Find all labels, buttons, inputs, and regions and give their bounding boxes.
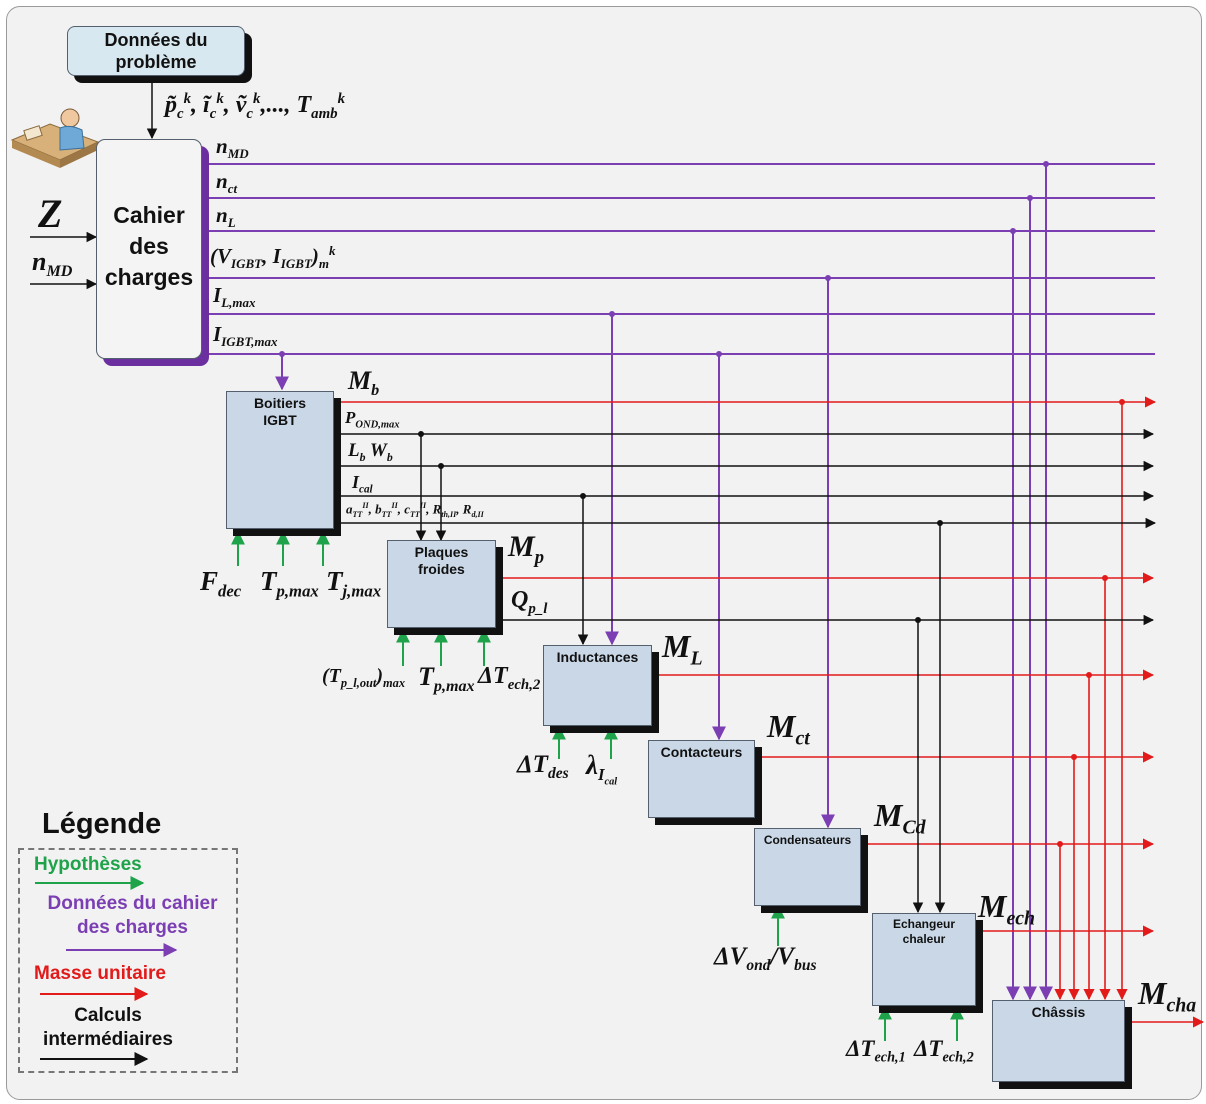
t-p-max-label-1: Tp,max xyxy=(260,566,319,601)
engineer-icon xyxy=(10,108,100,168)
m-cha-label: Mcha xyxy=(1138,975,1197,1017)
legend-title: Légende xyxy=(42,808,162,840)
hypothesis-arrows xyxy=(231,530,964,1041)
legend-item-hypotheses: Hypothèses xyxy=(34,854,142,875)
dt-ech2-label-2: ΔTech,2 xyxy=(914,1036,974,1066)
contacteurs-label: Contacteurs xyxy=(660,744,743,760)
n-l-label: nL xyxy=(216,203,236,231)
unit-mass-lines xyxy=(335,396,1205,1028)
m-ct-label: Mct xyxy=(767,708,810,750)
legend-item-calculs: Calculs intermédiaires xyxy=(43,1005,173,1050)
n-ct-label: nct xyxy=(216,169,238,197)
intermediate-junctions xyxy=(418,431,943,623)
f-dec-label: Fdec xyxy=(200,566,242,601)
dv-ond-vbus-label: ΔVond/Vbus xyxy=(714,943,817,974)
q-p-l-label: Qp_l xyxy=(511,587,548,617)
dt-des-label: ΔTdes xyxy=(517,751,569,782)
dt-ech1-label: ΔTech,1 xyxy=(846,1036,906,1066)
m-b-label: Mb xyxy=(348,366,380,400)
t-p-l-out-max-label: (Tp_l,out)max xyxy=(322,665,406,690)
lb-wb-label: Lb Wb xyxy=(348,440,393,464)
legend-box xyxy=(18,848,238,1073)
intermediate-lines xyxy=(335,428,1157,914)
v-i-igbt-label: (VIGBT, IIGBT)mk xyxy=(210,243,336,272)
m-cd-label: MCd xyxy=(874,797,926,839)
echangeur-chaleur-label: Echangeur chaleur xyxy=(892,917,955,946)
chassis-label: Châssis xyxy=(1031,1004,1086,1020)
donnees-probleme-box: Données du problème xyxy=(67,26,245,76)
t-p-max-label-2: Tp,max xyxy=(418,662,475,696)
n-md-input-label: nMD xyxy=(32,247,73,281)
donnees-probleme-label: Données du problème xyxy=(104,30,208,72)
lambda-i-cal-label: λIcal xyxy=(586,750,618,788)
spec-data-lines xyxy=(203,163,1155,1001)
dt-ech2-label-1: ΔTech,2 xyxy=(478,663,541,693)
echangeur-chaleur-box: Echangeur chaleur xyxy=(872,913,976,1006)
inductances-box: Inductances xyxy=(543,645,652,726)
cahier-des-charges-box: Cahier des charges xyxy=(96,139,202,359)
p-ond-max-label: POND,max xyxy=(345,408,400,431)
coefficients-label: aTTII, bTTII, cTTII, Rth,II, Rd,II xyxy=(346,501,484,519)
m-ech-label: Mech xyxy=(978,888,1036,930)
m-p-label: Mp xyxy=(508,530,544,568)
n-md-label: nMD xyxy=(216,134,249,162)
spec-data-junctions xyxy=(279,161,1049,357)
condensateurs-box: Condensateurs xyxy=(754,828,861,906)
boitiers-igbt-box: Boitiers IGBT xyxy=(226,391,334,529)
i-l-max-label: IL,max xyxy=(213,283,256,311)
contacteurs-box: Contacteurs xyxy=(648,740,755,818)
i-igbt-max-label: IIGBT,max xyxy=(213,322,278,350)
i-cal-label: Ical xyxy=(352,472,373,496)
chassis-box: Châssis xyxy=(992,1000,1125,1082)
cahier-des-charges-label: Cahier des charges xyxy=(104,202,194,290)
z-label: Z xyxy=(38,191,63,236)
m-l-label: ML xyxy=(662,628,703,670)
t-j-max-label: Tj,max xyxy=(326,566,382,601)
condensateurs-label: Condensateurs xyxy=(763,833,852,847)
boitiers-igbt-label: Boitiers IGBT xyxy=(253,395,307,428)
legend-item-masse-unitaire: Masse unitaire xyxy=(34,963,166,984)
inductances-label: Inductances xyxy=(556,649,639,665)
unit-mass-junctions xyxy=(1057,399,1125,847)
problem-inputs-label: p̃ck, ĩck, ṽck,..., Tambk xyxy=(165,91,346,122)
plaques-froides-box: Plaques froides xyxy=(387,540,496,628)
plaques-froides-label: Plaques froides xyxy=(414,544,469,577)
legend-item-donnees-cahier: Données du cahier des charges xyxy=(47,893,218,938)
diagram-frame xyxy=(6,6,1202,1100)
